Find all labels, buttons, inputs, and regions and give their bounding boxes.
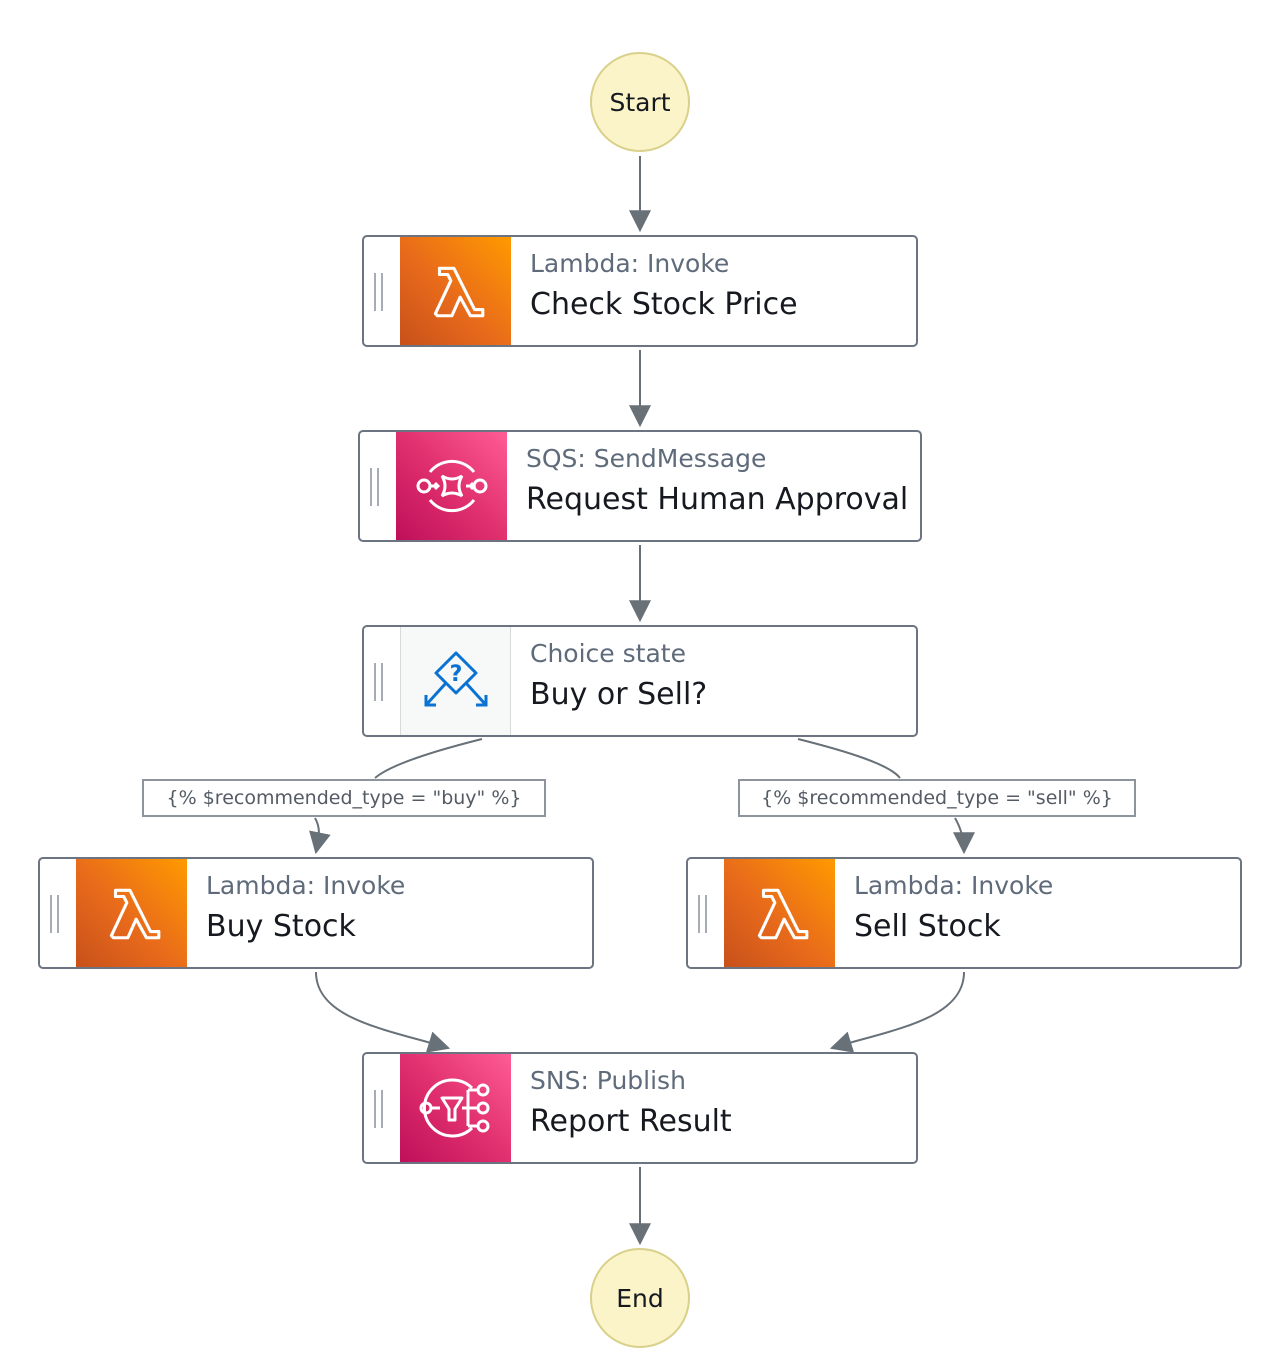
- end-node[interactable]: End: [590, 1248, 690, 1348]
- end-label: End: [616, 1283, 664, 1313]
- edge-choice-to-buy: [315, 738, 483, 852]
- condition-label-buy[interactable]: {% $recommended_type = "buy" %}: [142, 779, 546, 817]
- sqs-icon: [396, 432, 507, 540]
- sns-icon: [400, 1054, 511, 1162]
- state-title: Request Human Approval: [526, 482, 909, 517]
- drag-handle-icon[interactable]: [374, 1090, 383, 1128]
- svg-text:?: ?: [449, 662, 462, 687]
- service-label: Lambda: Invoke: [530, 249, 730, 278]
- drag-handle-icon[interactable]: [370, 468, 379, 506]
- edge-buy-to-report: [315, 971, 451, 1053]
- edge-sell-to-report: [829, 971, 965, 1053]
- service-label: SNS: Publish: [530, 1066, 686, 1095]
- service-label: Choice state: [530, 639, 686, 668]
- edge-choice-to-sell: [797, 738, 964, 852]
- lambda-icon: [400, 237, 511, 345]
- lambda-icon: [724, 859, 835, 967]
- condition-label-sell[interactable]: {% $recommended_type = "sell" %}: [738, 779, 1136, 817]
- start-node[interactable]: Start: [590, 52, 690, 152]
- drag-handle-icon[interactable]: [374, 663, 383, 701]
- service-label: SQS: SendMessage: [526, 444, 767, 473]
- state-buy-or-sell[interactable]: ? Choice state Buy or Sell?: [362, 625, 918, 737]
- state-title: Sell Stock: [854, 909, 1001, 944]
- drag-handle-icon[interactable]: [374, 273, 383, 311]
- state-title: Report Result: [530, 1104, 732, 1139]
- state-buy-stock[interactable]: Lambda: Invoke Buy Stock: [38, 857, 594, 969]
- service-label: Lambda: Invoke: [206, 871, 406, 900]
- state-title: Check Stock Price: [530, 287, 798, 322]
- start-label: Start: [609, 87, 671, 117]
- drag-handle-icon[interactable]: [698, 895, 707, 933]
- state-check-stock-price[interactable]: Lambda: Invoke Check Stock Price: [362, 235, 918, 347]
- state-report-result[interactable]: SNS: Publish Report Result: [362, 1052, 918, 1164]
- service-label: Lambda: Invoke: [854, 871, 1054, 900]
- drag-handle-icon[interactable]: [50, 895, 59, 933]
- state-title: Buy Stock: [206, 909, 356, 944]
- choice-icon: ?: [400, 627, 511, 735]
- lambda-icon: [76, 859, 187, 967]
- state-sell-stock[interactable]: Lambda: Invoke Sell Stock: [686, 857, 1242, 969]
- state-request-human-approval[interactable]: SQS: SendMessage Request Human Approval: [358, 430, 922, 542]
- state-title: Buy or Sell?: [530, 677, 708, 712]
